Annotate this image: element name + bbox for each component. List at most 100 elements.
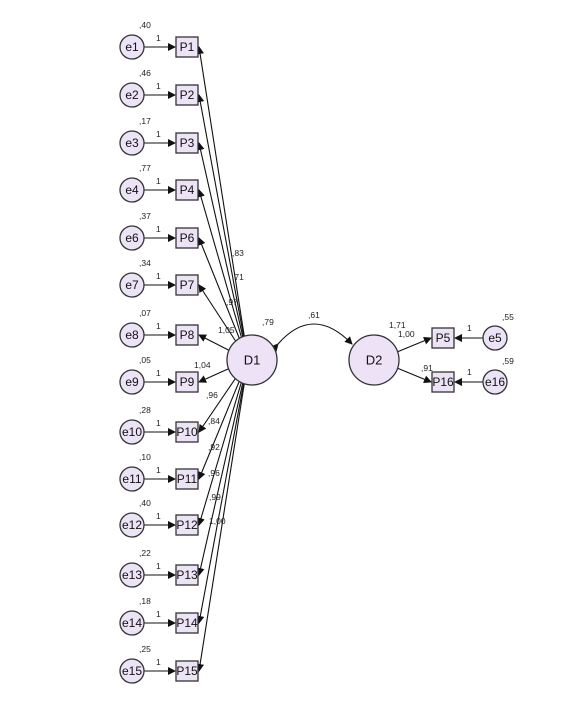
- error-variance-label: ,28: [139, 405, 151, 415]
- factor-loading-label: ,71: [232, 272, 244, 282]
- error-variance-label: ,22: [139, 548, 151, 558]
- covariance-label: ,61: [308, 310, 320, 320]
- error-term-label: e1: [125, 40, 139, 54]
- error-variance-label: ,59: [502, 356, 514, 366]
- loading-path-arrow: [196, 359, 249, 624]
- latent-factor-d1: [226, 334, 278, 386]
- loading-path-arrow: [396, 367, 432, 384]
- latent-label: D1: [244, 353, 261, 368]
- error-term: [482, 325, 508, 351]
- indicator-label: P14: [176, 616, 198, 630]
- indicator-box: [175, 468, 199, 490]
- loading-path-arrow: [196, 46, 249, 361]
- error-variance-label: ,55: [502, 312, 514, 322]
- factor-loading-label: ,84: [208, 416, 220, 426]
- error-term-label: e13: [122, 568, 142, 582]
- indicator-label: P15: [176, 664, 198, 678]
- error-term: [119, 272, 145, 298]
- loading-path-arrow: [196, 359, 249, 576]
- error-term-label: e6: [125, 231, 139, 245]
- error-variance-label: ,07: [139, 308, 151, 318]
- error-term-label: e3: [125, 136, 139, 150]
- error-term-label: e8: [125, 328, 139, 342]
- error-term: [482, 369, 508, 395]
- indicator-label: P12: [176, 518, 198, 532]
- fixed-path-label: 1: [156, 657, 161, 667]
- error-term-label: e14: [122, 616, 142, 630]
- error-variance-label: ,40: [139, 20, 151, 30]
- latent-factor-d2: [348, 334, 400, 386]
- indicator-box: [175, 514, 199, 536]
- fixed-path-label: 1: [156, 465, 161, 475]
- error-term: [119, 419, 145, 445]
- latent-variance-label: ,79: [262, 317, 274, 327]
- fixed-path-label: 1: [156, 176, 161, 186]
- indicator-box: [175, 564, 199, 586]
- error-term-label: e12: [122, 518, 142, 532]
- factor-loading-label: 1,71: [389, 320, 406, 330]
- error-term: [119, 512, 145, 538]
- factor-loading-label: ,91: [421, 363, 433, 373]
- error-term: [119, 225, 145, 251]
- indicator-box: [175, 421, 199, 443]
- error-term-label: e4: [125, 183, 139, 197]
- factor-loading-label: ,96: [208, 468, 220, 478]
- error-term-label: e2: [125, 88, 139, 102]
- loading-path-arrow: [197, 189, 249, 361]
- error-term-label: e11: [122, 472, 141, 486]
- fixed-path-label: 1: [156, 129, 161, 139]
- indicator-box: [175, 371, 199, 393]
- error-variance-label: ,40: [139, 498, 151, 508]
- factor-loading-label: ,83: [232, 248, 244, 258]
- indicator-label: P4: [180, 183, 195, 197]
- error-term: [119, 369, 145, 395]
- fixed-path-label: 1: [156, 224, 161, 234]
- indicator-label: P6: [180, 231, 195, 245]
- indicator-box: [175, 274, 199, 296]
- fixed-path-label: 1: [156, 271, 161, 281]
- indicator-label: P1: [180, 40, 195, 54]
- fixed-path-label: 1: [467, 323, 472, 333]
- error-term: [119, 562, 145, 588]
- indicator-label: P11: [177, 472, 198, 486]
- error-term: [119, 610, 145, 636]
- indicator-label: P5: [436, 331, 451, 345]
- error-term: [119, 322, 145, 348]
- error-term: [119, 82, 145, 108]
- loading-path-arrow: [196, 359, 249, 672]
- error-term: [119, 658, 145, 684]
- error-term: [119, 466, 145, 492]
- error-term-label: e9: [125, 375, 139, 389]
- fixed-path-label: 1: [467, 367, 472, 377]
- error-variance-label: ,05: [139, 355, 151, 365]
- indicator-box: [175, 660, 199, 682]
- factor-loading-label: 1,00: [209, 516, 226, 526]
- factor-loading-label: 1,04: [194, 360, 211, 370]
- loading-path-arrow: [396, 336, 432, 353]
- indicator-box: [175, 179, 199, 201]
- factor-loading-label: ,92: [208, 442, 220, 452]
- indicator-label: P13: [176, 568, 198, 582]
- factor-loading-label: ,99: [209, 492, 221, 502]
- indicator-box: [431, 371, 455, 393]
- factor-loading-label: 1,05: [218, 325, 235, 335]
- error-variance-label: ,17: [139, 116, 151, 126]
- error-variance-label: ,10: [139, 452, 151, 462]
- error-term-label: e15: [122, 664, 142, 678]
- loading-path-arrow: [196, 94, 249, 361]
- indicator-box: [175, 324, 199, 346]
- indicator-box: [175, 227, 199, 249]
- error-variance-label: ,46: [139, 68, 151, 78]
- covariance-arrow: [270, 323, 353, 352]
- error-term: [119, 130, 145, 156]
- indicator-box: [175, 84, 199, 106]
- factor-loading-label: ,97: [226, 297, 238, 307]
- fixed-path-label: 1: [156, 511, 161, 521]
- fixed-path-label: 1: [156, 81, 161, 91]
- indicator-label: P9: [180, 375, 195, 389]
- error-variance-label: ,77: [139, 163, 151, 173]
- error-term-label: e5: [488, 331, 502, 345]
- loading-path-arrow: [197, 359, 249, 526]
- error-variance-label: ,18: [139, 596, 151, 606]
